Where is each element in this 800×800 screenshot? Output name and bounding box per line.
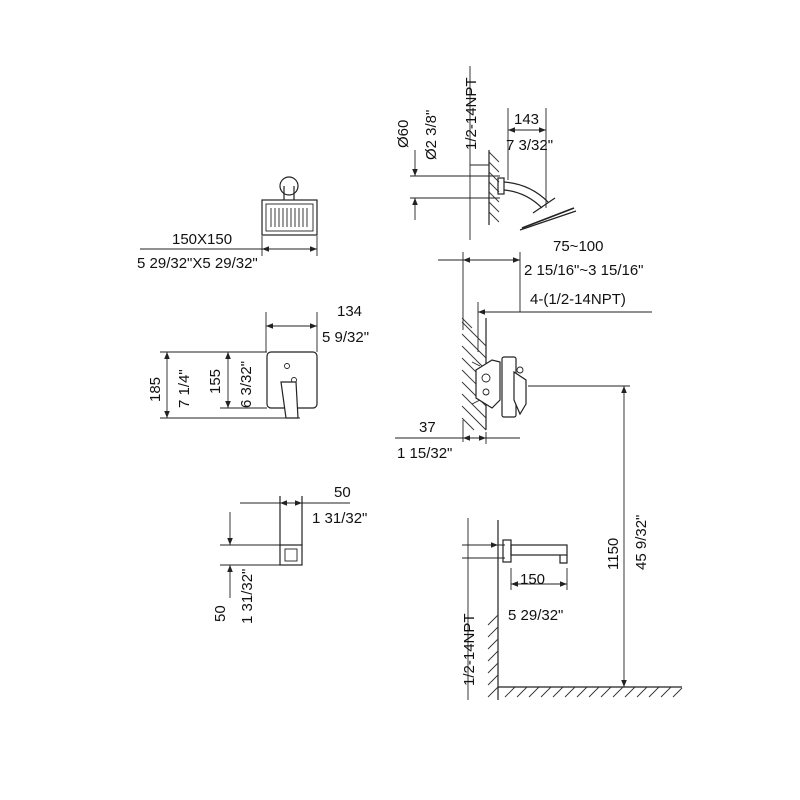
wall-hatch-spout xyxy=(487,614,499,698)
valve-body-side-view: 75~100 2 15/16"~3 15/16" 4-(1/2-14NPT) xyxy=(395,238,652,462)
arm-diameter-mm: Ø60 xyxy=(395,120,412,148)
arm-reach-in: 7 3/32" xyxy=(506,137,553,154)
floor-and-height: 1150 45 9/32" xyxy=(498,386,683,698)
trim-height-in: 7 1/4" xyxy=(176,369,193,408)
trim-width-in: 5 9/32" xyxy=(322,329,369,346)
spout-side-view: 150 5 29/32" 1/2-14NPT xyxy=(461,518,568,700)
trim-inner-in: 6 3/32" xyxy=(238,361,255,408)
body-depth-mm: 75~100 xyxy=(553,238,603,255)
spout-top-view: 50 1 31/32" 50 1 31/32" xyxy=(212,484,367,624)
body-offset-mm: 37 xyxy=(419,419,436,436)
wall-hatch-arm xyxy=(488,151,500,223)
spout-height-mm: 50 xyxy=(212,605,229,622)
body-connections: 4-(1/2-14NPT) xyxy=(530,291,626,308)
trim-width-mm: 134 xyxy=(337,303,362,320)
wall-hatch-valve xyxy=(461,317,487,431)
spout-width-mm: 50 xyxy=(334,484,351,501)
spout-length-in: 5 29/32" xyxy=(508,607,563,624)
shower-head-nozzle-grid xyxy=(270,208,308,227)
arm-reach-mm: 143 xyxy=(514,111,539,128)
spout-height-in: 1 31/32" xyxy=(239,569,256,624)
body-offset-in: 1 15/32" xyxy=(397,445,452,462)
floor-hatch xyxy=(504,686,683,698)
body-depth-in: 2 15/16"~3 15/16" xyxy=(524,262,644,279)
spout-length-mm: 150 xyxy=(520,571,545,588)
shower-arm-side-view: 143 7 3/32" Ø60 Ø2 3/8" 1/2-14NPT xyxy=(395,66,577,240)
trim-inner-mm: 155 xyxy=(207,369,224,394)
shower-head-top-view: 150X150 5 29/32"X5 29/32" xyxy=(137,176,318,272)
arm-diameter-in: Ø2 3/8" xyxy=(423,110,440,160)
install-height-mm: 1150 xyxy=(605,538,622,570)
spout-thread: 1/2-14NPT xyxy=(461,613,478,686)
install-height-in: 45 9/32" xyxy=(633,515,650,570)
spout-width-in: 1 31/32" xyxy=(312,510,367,527)
shower-head-size-mm: 150X150 xyxy=(172,231,232,248)
trim-height-mm: 185 xyxy=(147,377,164,402)
arm-thread: 1/2-14NPT xyxy=(463,77,480,150)
valve-trim-front-view: 134 5 9/32" 185 7 1/4" 155 6 3/32" xyxy=(147,303,369,419)
shower-head-size-in: 5 29/32"X5 29/32" xyxy=(137,255,258,272)
